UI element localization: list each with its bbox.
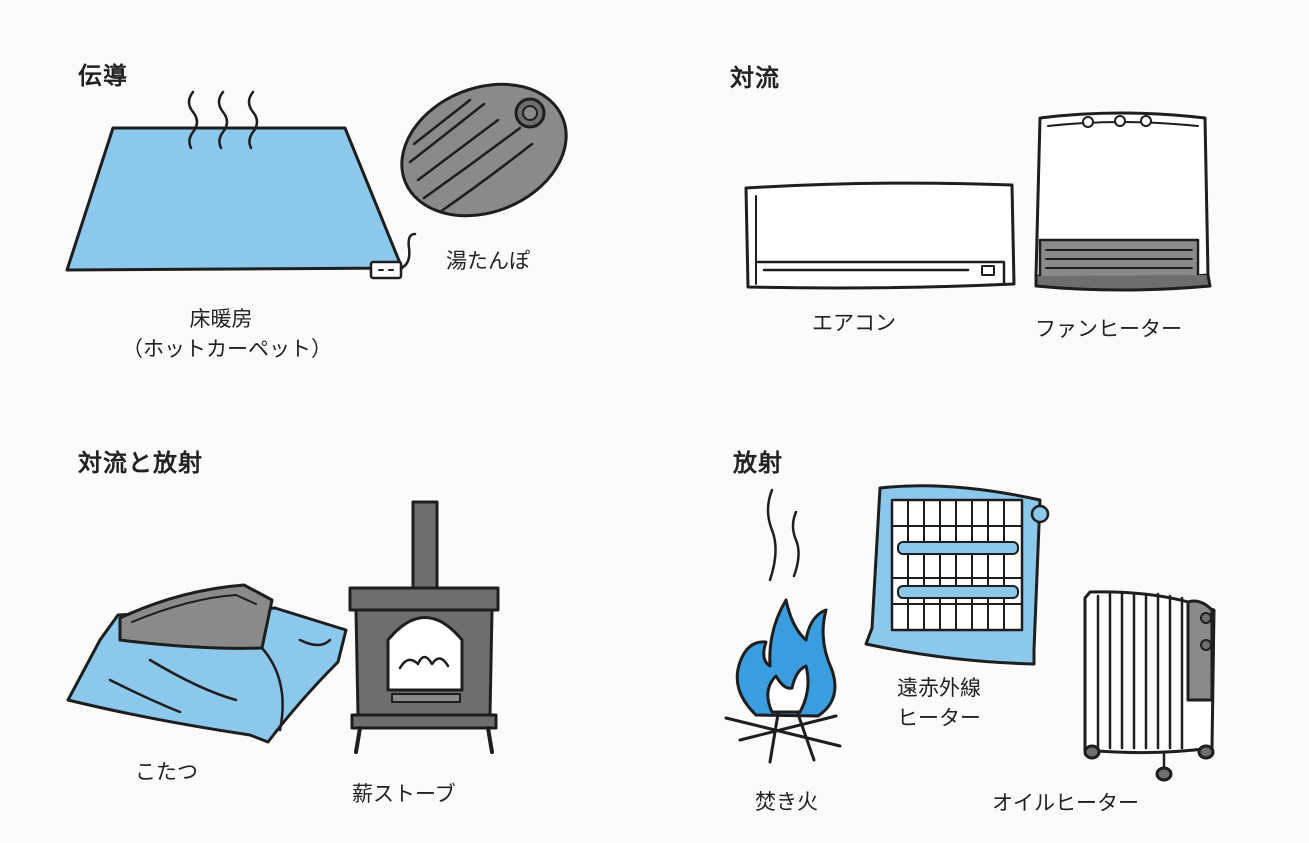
kotatsu-illustration	[66, 583, 348, 744]
wood-stove-label: 薪ストーブ	[352, 782, 456, 806]
hot-water-bottle-label: 湯たんぽ	[446, 249, 530, 273]
air-conditioner-illustration	[744, 181, 1016, 290]
floor-heater-name: 床暖房	[189, 307, 253, 331]
floor-heater-label: 床暖房 （ホットカーペット）	[122, 304, 332, 365]
bonfire-illustration	[724, 488, 842, 764]
heading-convection: 対流	[730, 64, 780, 92]
heading-conduction: 伝導	[78, 62, 128, 90]
infrared-heater-subname: ヒーター	[897, 706, 981, 731]
infrared-heater-illustration	[864, 484, 1050, 666]
hot-carpet-illustration	[65, 90, 417, 280]
floor-heater-subname: （ホットカーペット）	[122, 337, 332, 362]
heading-radiation: 放射	[733, 449, 783, 477]
fan-heater-illustration	[1034, 111, 1212, 292]
infrared-heater-name: 遠赤外線	[897, 676, 981, 700]
bonfire-label: 焚き火	[755, 790, 818, 814]
hot-water-bottle-illustration	[400, 82, 568, 218]
wood-stove-illustration	[348, 500, 500, 754]
oil-heater-label: オイルヒーター	[992, 791, 1139, 815]
air-conditioner-label: エアコン	[812, 311, 896, 335]
infrared-heater-label: 遠赤外線 ヒーター	[897, 673, 981, 734]
kotatsu-label: こたつ	[135, 760, 198, 784]
heading-convection-and-radiation: 対流と放射	[78, 449, 203, 477]
oil-heater-illustration	[1083, 590, 1216, 782]
fan-heater-label: ファンヒーター	[1035, 317, 1182, 341]
